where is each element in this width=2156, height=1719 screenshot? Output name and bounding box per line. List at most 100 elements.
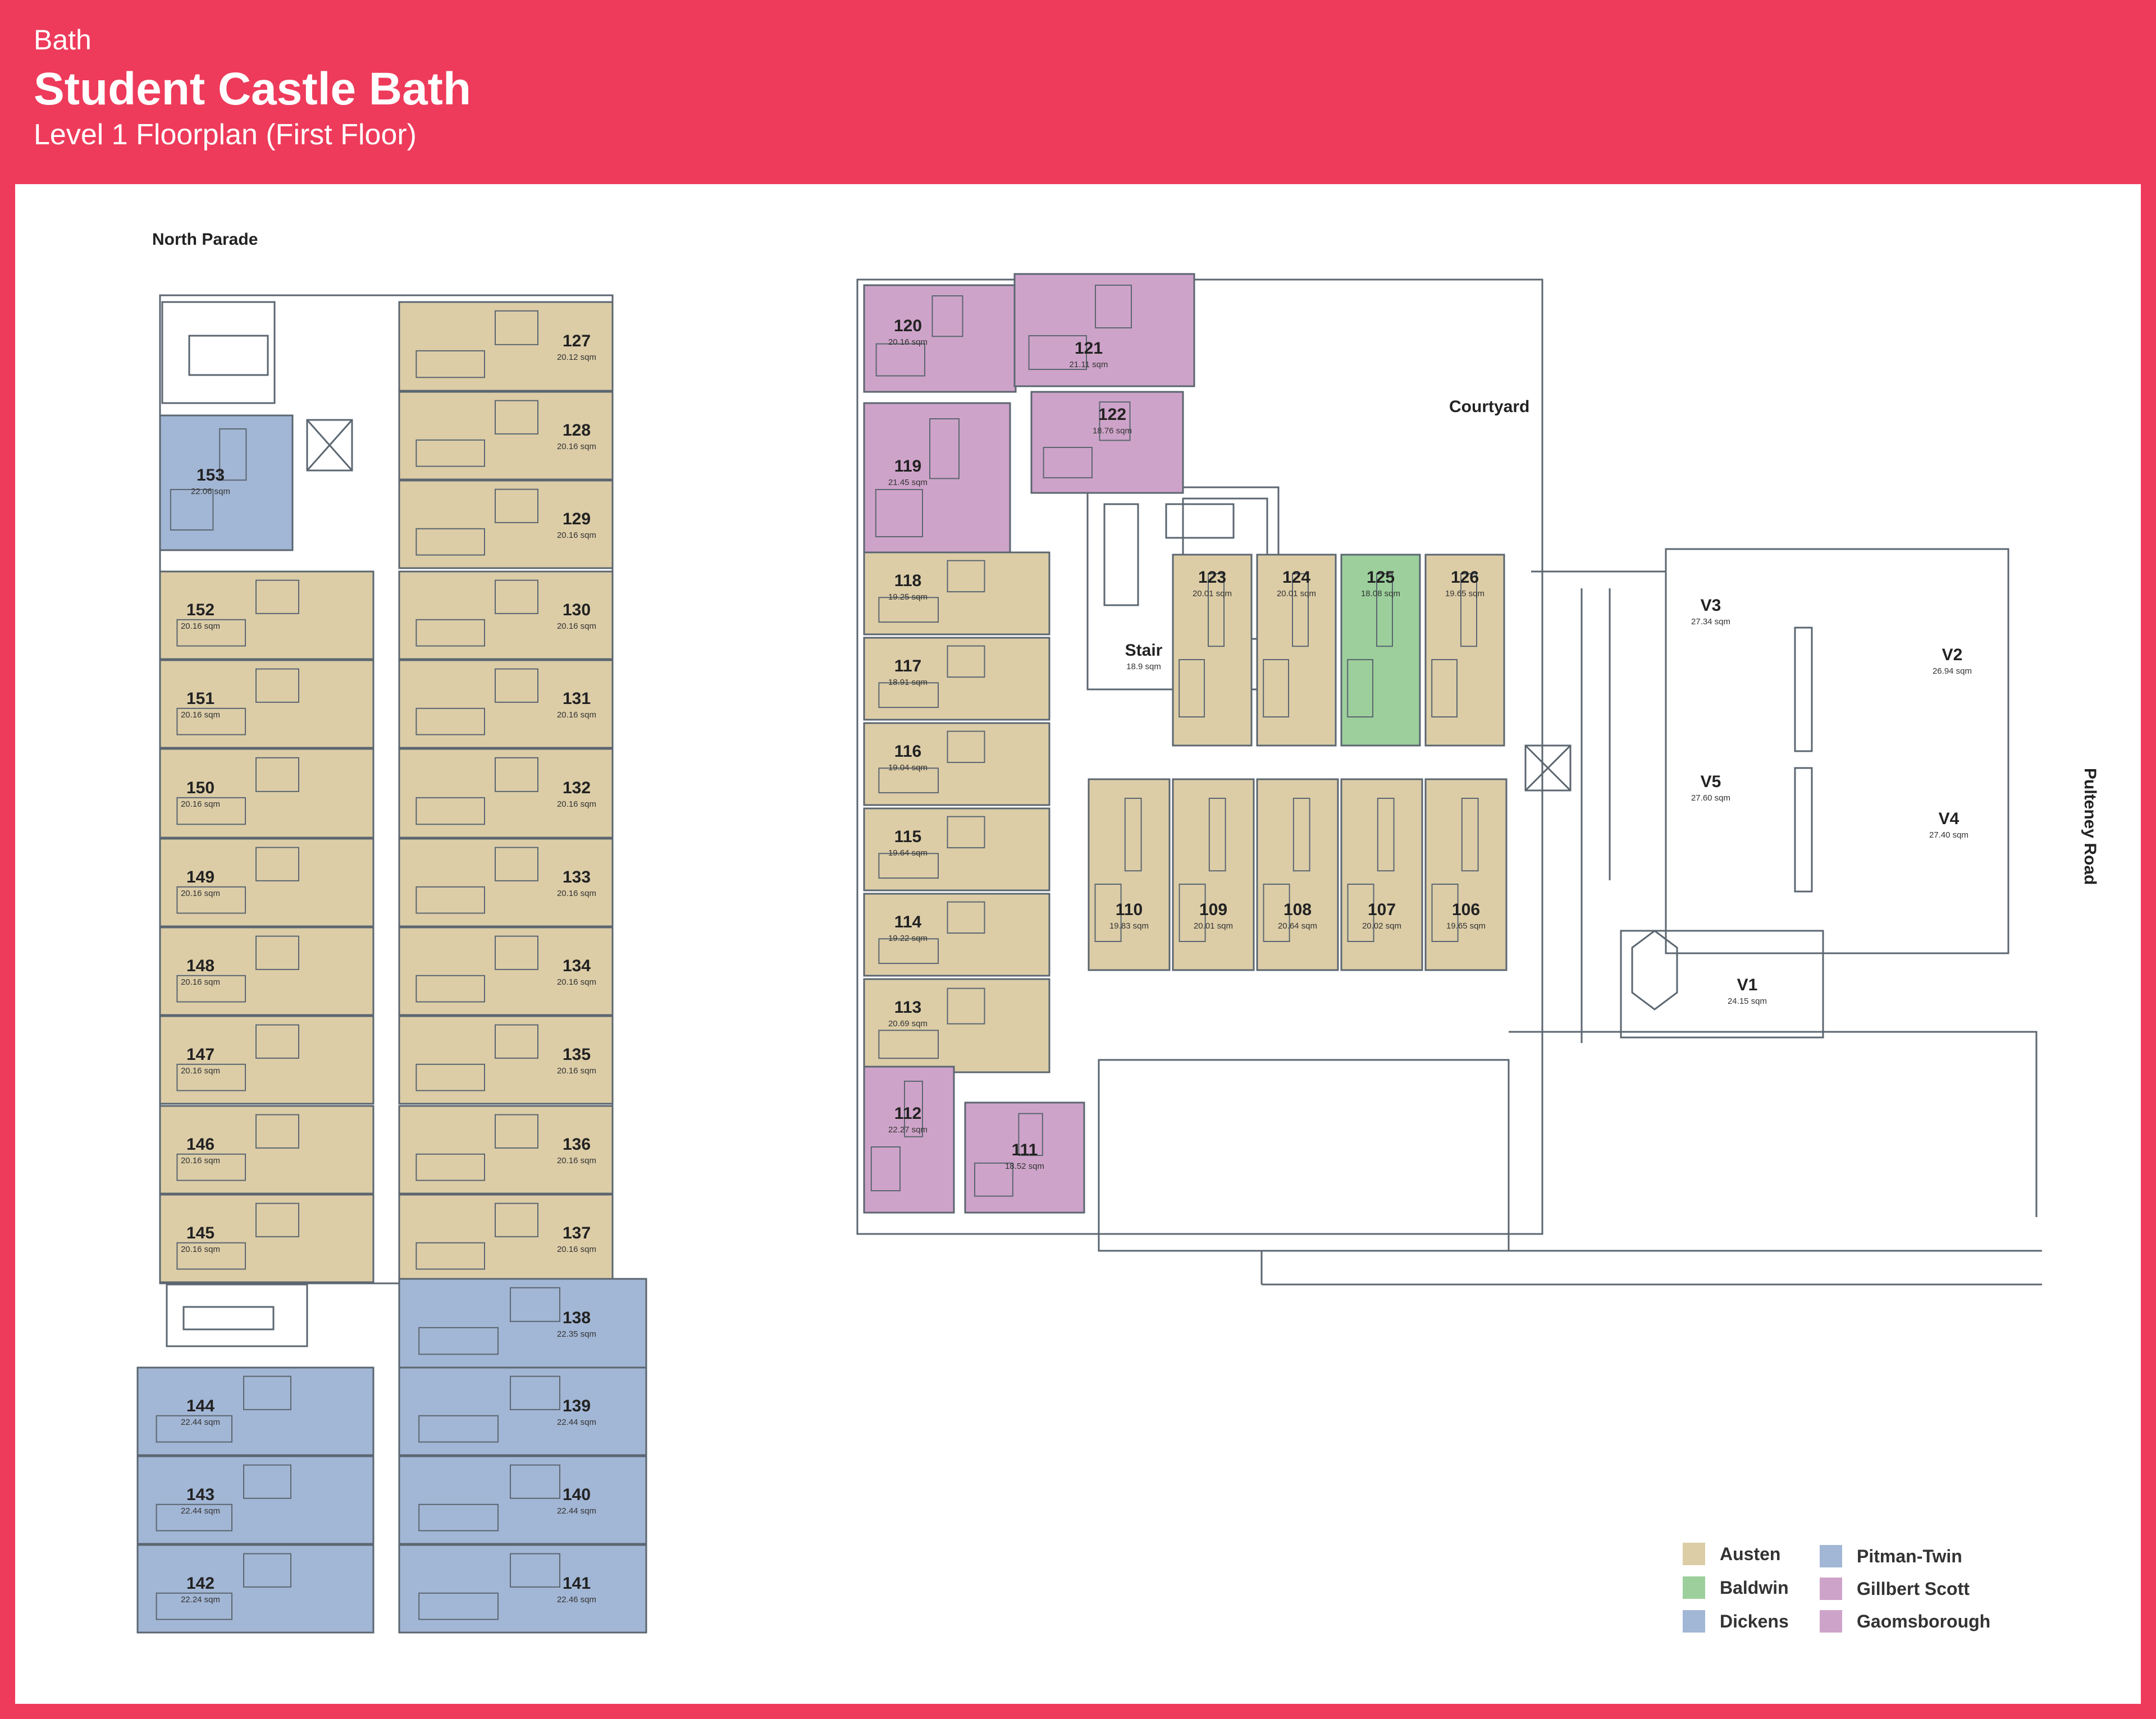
- bathroom-pod: [904, 1081, 923, 1137]
- room-fill: [863, 1066, 955, 1214]
- bathroom-pod: [929, 418, 960, 479]
- bed-outline: [418, 1415, 499, 1443]
- room-number: 116: [894, 742, 921, 761]
- room-number: 147: [186, 1045, 214, 1064]
- bathroom-pod: [255, 935, 299, 970]
- room-area: 24.15 sqm: [1728, 996, 1767, 1006]
- room-fill: [159, 1105, 374, 1195]
- room-area: 20.16 sqm: [557, 889, 596, 898]
- bathroom-pod: [495, 1203, 538, 1237]
- legend-label: Pitman-Twin: [1857, 1546, 1962, 1566]
- room-area: 20.16 sqm: [181, 799, 220, 809]
- room-area: 22.44 sqm: [557, 1506, 596, 1516]
- room-fill: [863, 402, 1011, 561]
- room-number: 125: [1367, 568, 1395, 587]
- bed-outline: [156, 1415, 232, 1443]
- room-number: 141: [563, 1574, 591, 1593]
- bed-outline: [878, 938, 939, 964]
- bed-outline: [878, 1030, 939, 1059]
- bathroom-pod: [947, 987, 985, 1025]
- room-fill: [159, 1194, 374, 1283]
- bed-outline: [878, 853, 939, 879]
- bed-outline: [176, 707, 246, 735]
- bed-outline: [878, 597, 939, 623]
- room-fill: [398, 391, 614, 481]
- courtyard-label: Courtyard: [1449, 397, 1530, 416]
- room-fill: [863, 722, 1050, 806]
- room-fill: [1256, 778, 1339, 971]
- bed-outline: [1263, 884, 1290, 942]
- room-number: Stair: [1125, 641, 1163, 660]
- room-area: 20.16 sqm: [181, 621, 220, 631]
- bathroom-pod: [495, 847, 538, 881]
- bathroom-pod: [947, 645, 985, 678]
- legend-swatch: [1820, 1610, 1842, 1633]
- room-number: 142: [186, 1574, 214, 1593]
- room-fill: [398, 301, 614, 392]
- room-number: 140: [563, 1485, 591, 1504]
- room-area: 20.16 sqm: [181, 889, 220, 898]
- bathroom-pod: [495, 488, 538, 523]
- room-fill: [398, 659, 614, 749]
- room-fill: [398, 1544, 647, 1634]
- room-number: 107: [1368, 900, 1396, 919]
- room-fill: [159, 838, 374, 927]
- room-fill: [398, 1194, 614, 1283]
- bathroom-pod: [947, 730, 985, 764]
- bed-outline: [176, 797, 246, 825]
- bed-outline: [176, 1242, 246, 1270]
- room-fill: [136, 1544, 374, 1634]
- bathroom-pod: [1095, 285, 1132, 328]
- room-area: 27.34 sqm: [1691, 617, 1730, 627]
- room-area: 20.16 sqm: [557, 977, 596, 987]
- room-fill: [398, 479, 614, 569]
- bed-outline: [1094, 884, 1122, 942]
- bed-outline: [875, 489, 924, 537]
- bed-outline: [170, 489, 214, 531]
- bed-outline: [176, 1153, 246, 1181]
- bathroom-pod: [219, 428, 247, 481]
- room-number: V4: [1939, 810, 1959, 828]
- bathroom-pod: [1292, 573, 1309, 647]
- room-area: 18.9 sqm: [1126, 662, 1161, 671]
- room-number: 115: [894, 828, 921, 846]
- room-number: 150: [186, 779, 214, 797]
- room-fill: [964, 1101, 1085, 1214]
- room-number: 112: [894, 1104, 921, 1123]
- room-number: 113: [894, 998, 921, 1017]
- room-area: 20.16 sqm: [557, 799, 596, 809]
- room-fill: [1424, 778, 1508, 971]
- legend: Austen Baldwin Dickens Pitman-Twin Gillb…: [1683, 1543, 2042, 1655]
- room-fill: [398, 1366, 647, 1456]
- room-fill: [398, 1105, 614, 1195]
- room-number: 120: [894, 317, 922, 335]
- room-area: 20.16 sqm: [557, 442, 596, 451]
- header: Bath Student Castle Bath Level 1 Floorpl…: [0, 0, 2156, 184]
- pulteney-road-label: Pulteney Road: [2081, 768, 2099, 885]
- room-number: V2: [1942, 646, 1963, 664]
- room-113: 113 20.69 sqm: [863, 978, 1050, 1073]
- room-area: 20.69 sqm: [888, 1019, 928, 1028]
- bed-outline: [156, 1503, 232, 1531]
- room-number: 146: [186, 1135, 214, 1154]
- room-number: 129: [563, 510, 591, 528]
- room-number: 106: [1452, 900, 1480, 919]
- legend-item-baldwin: Baldwin: [1683, 1576, 1789, 1599]
- bed-outline: [415, 886, 486, 914]
